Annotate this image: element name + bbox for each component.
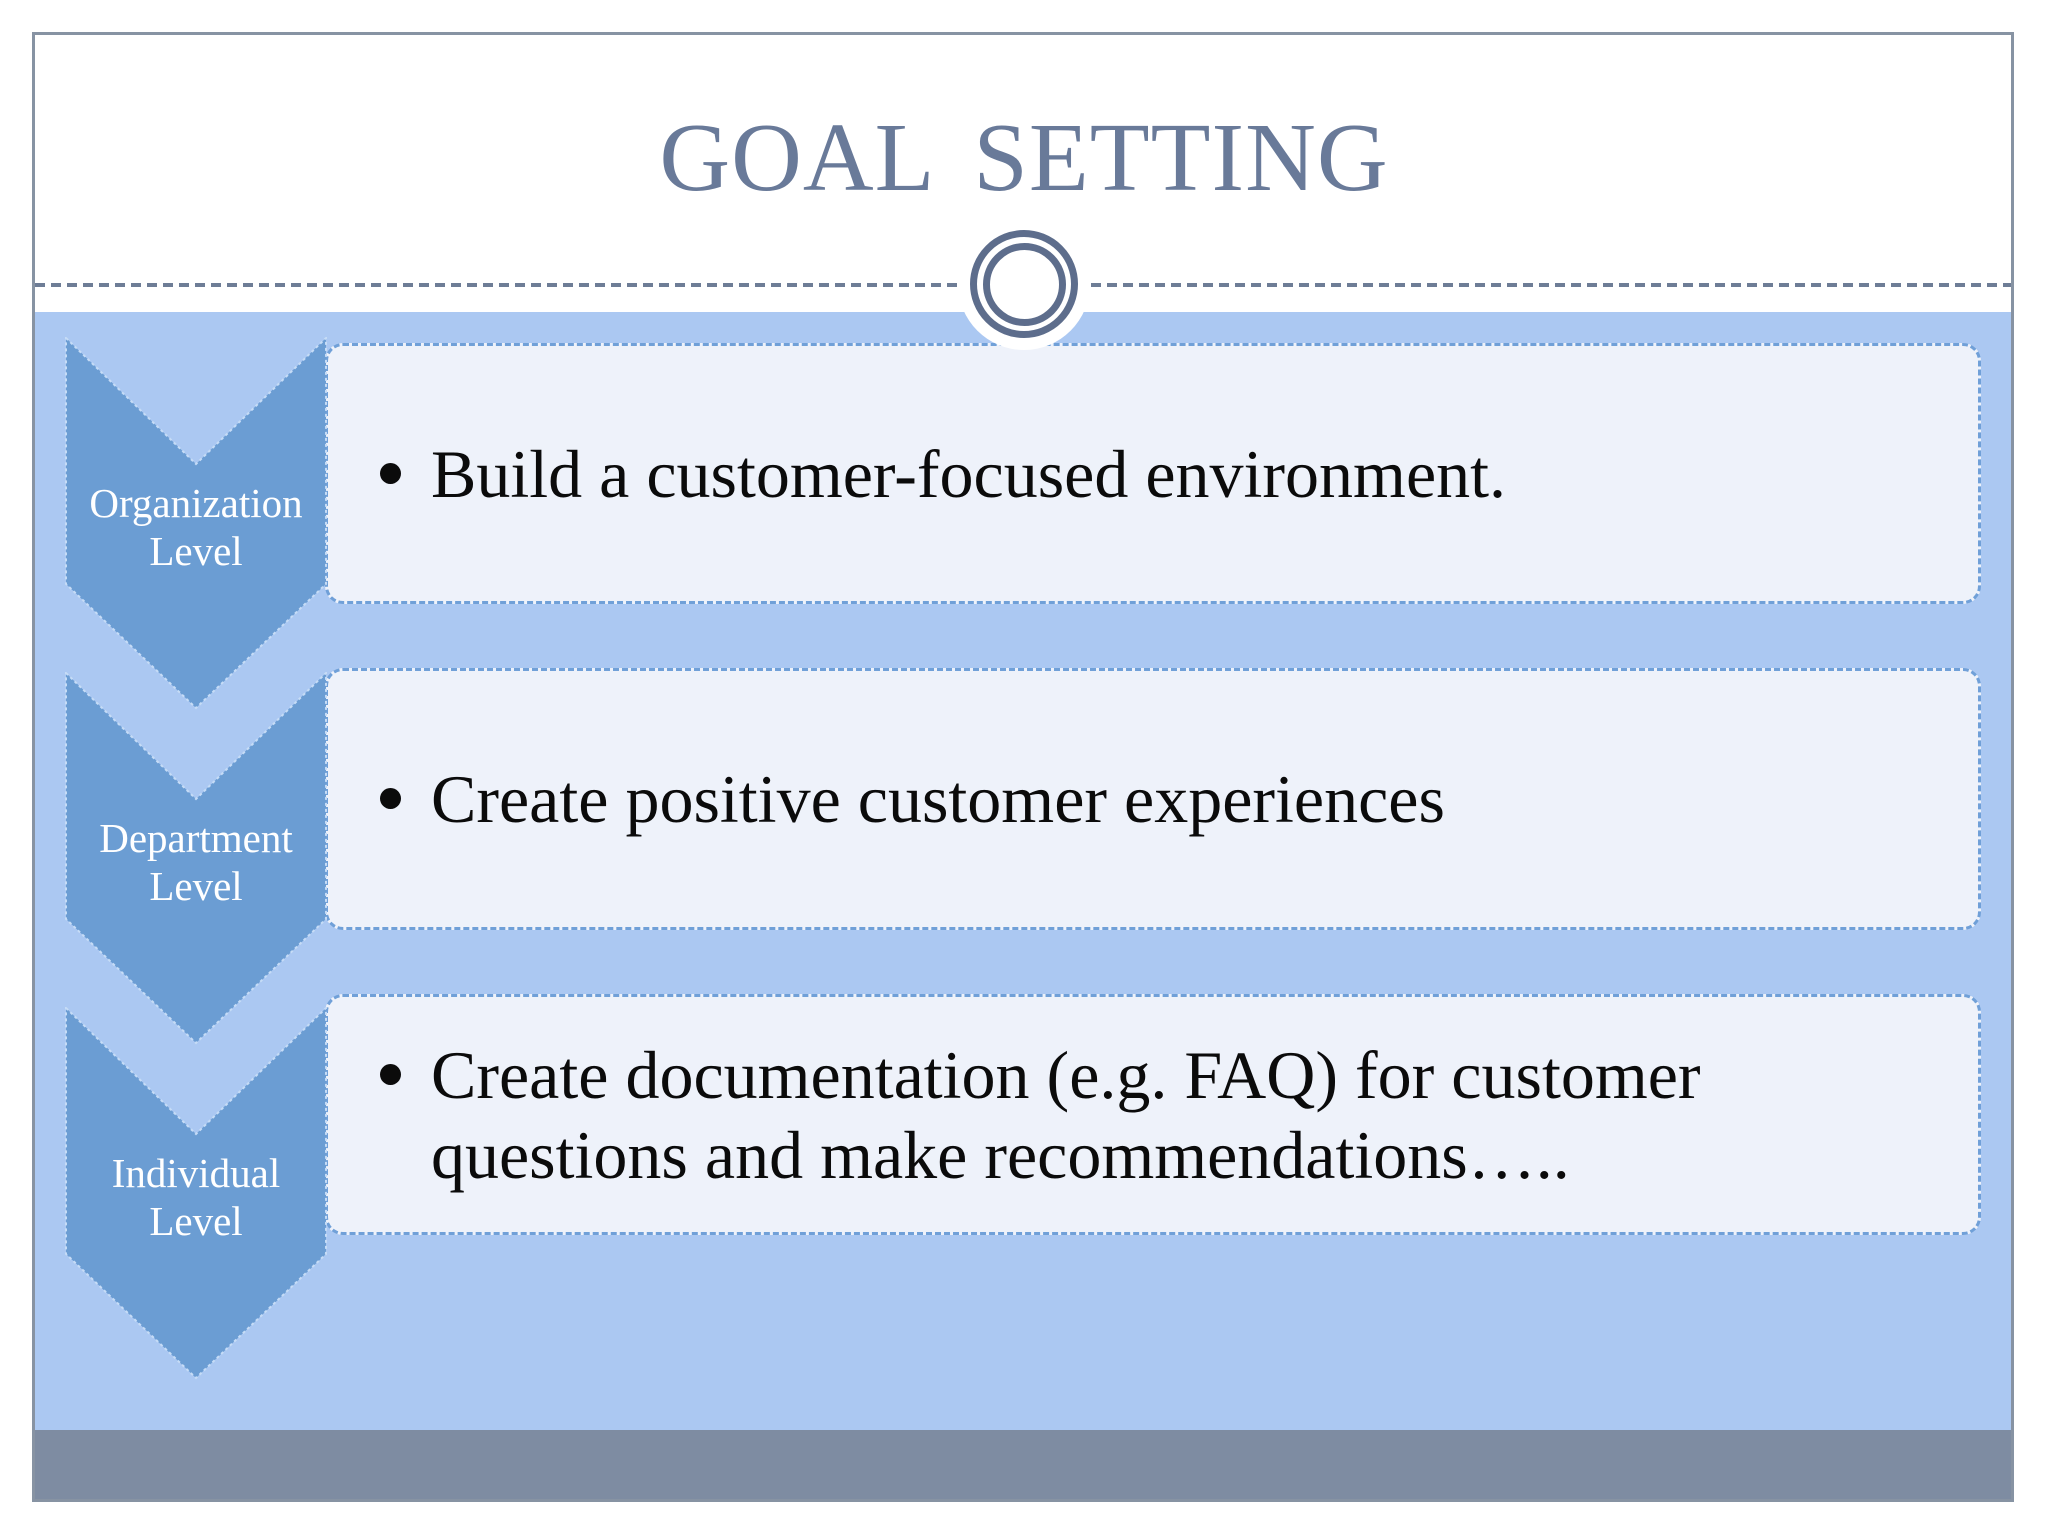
footer-bar (35, 1430, 2012, 1500)
divider-circle-inner-ring (982, 242, 1066, 326)
slide-title: GOAL SETTING (659, 104, 1389, 212)
chevron-label-organization: Organization Level (89, 480, 303, 574)
goal-box-department: Create positive customer experiences (325, 668, 1981, 930)
chevron-label-department: Department Level (99, 815, 293, 909)
goal-text-organization: Build a customer-focused environment. (431, 435, 1507, 512)
chevron-arrow-department (65, 672, 327, 1045)
divider-circle-ornament-icon (970, 230, 1078, 338)
goal-text-department: Create positive customer experiences (431, 761, 1445, 837)
goal-box-individual: Create documentation (e.g. FAQ) for cust… (325, 994, 1981, 1235)
bullet-dot-icon (380, 462, 401, 484)
bullet-dot-icon (380, 1063, 401, 1085)
chevron-arrow-individual (65, 1007, 327, 1380)
goal-text-individual: Create documentation (e.g. FAQ) for cust… (431, 1036, 1701, 1193)
chevron-arrow-organization (65, 337, 327, 710)
bullet-dot-icon (380, 788, 401, 809)
goal-box-organization: Build a customer-focused environment. (325, 343, 1981, 604)
chevron-label-individual: Individual Level (111, 1150, 281, 1244)
